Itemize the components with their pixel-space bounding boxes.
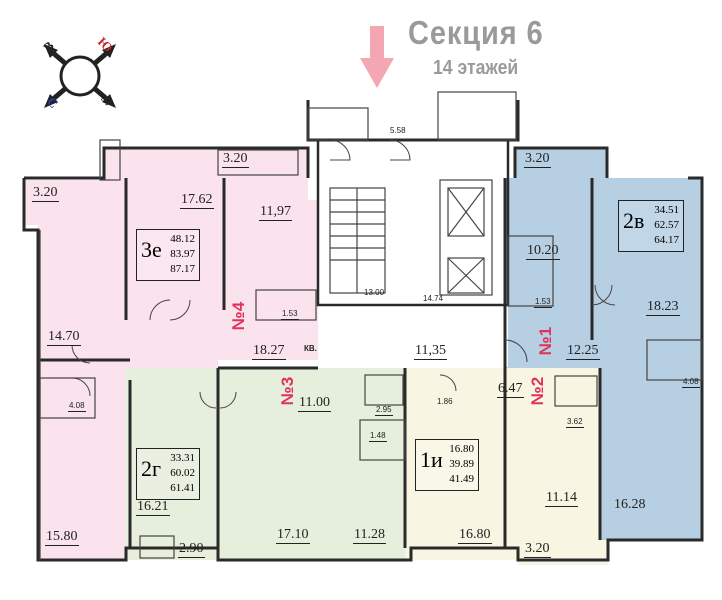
walls: [22, 100, 704, 562]
stair-area: 13.00: [364, 288, 385, 297]
total-area-with-balcony: 41.49: [449, 473, 474, 485]
total-area-with-balcony: 87.17: [170, 263, 195, 275]
room-area: 16.80: [458, 527, 492, 544]
apartment-4-info: 3е 48.12 83.97 87.17: [136, 229, 200, 281]
room-area: 17.10: [276, 527, 310, 544]
room-area: 11.28: [353, 527, 386, 544]
room-area: 12.25: [566, 343, 600, 360]
room-area: 2.95: [375, 405, 393, 416]
apartment-3-area: [126, 368, 411, 560]
apartment-2-info: 1и 16.80 39.89 41.49: [415, 439, 479, 491]
room-area: 18.23: [646, 299, 680, 316]
room-area: 11,97: [259, 204, 292, 221]
entrance-arrow-icon: [360, 26, 394, 88]
room-area: 16.21: [136, 499, 170, 516]
corridor-area-label: 11,35: [414, 343, 447, 360]
corridor-area: [318, 305, 508, 367]
apartment-type: 1и: [420, 447, 443, 472]
room-area: 3.20: [524, 151, 551, 168]
apartment-type: 3е: [141, 237, 162, 262]
living-area: 34.51: [654, 204, 679, 216]
thin-walls: [39, 91, 703, 560]
apartment-1-area: [505, 148, 702, 540]
room-area: 3.20: [32, 185, 59, 202]
room-area: 1.86: [437, 397, 453, 406]
apartment-type: 2г: [141, 456, 162, 481]
living-area: 48.12: [170, 233, 195, 245]
doors: [71, 139, 616, 409]
floor-count: 14 этажей: [433, 57, 519, 79]
compass-icon: [44, 44, 116, 108]
total-area-with-balcony: 61.41: [170, 482, 195, 494]
apartment-5-info: 2в 34.51 62.57 64.17: [618, 200, 684, 252]
room-area: 15.80: [45, 529, 79, 546]
apartment-abbreviation: КВ.: [304, 344, 317, 353]
room-area: 3.20: [524, 541, 551, 558]
room-area: 11.00: [298, 395, 331, 412]
room-area: 1.48: [369, 431, 387, 442]
room-area: 10.20: [526, 243, 560, 260]
apartment-type: 2в: [623, 208, 645, 233]
room-area: 17.62: [180, 192, 214, 209]
living-area: 16.80: [449, 443, 474, 455]
room-area: 4.08: [68, 401, 86, 412]
apartment-3-number: №3: [278, 376, 298, 406]
room-area: 18.27: [252, 343, 286, 360]
apartment-3-info: 2г 33.31 60.02 61.41: [136, 448, 200, 500]
room-area: 1.53: [534, 297, 552, 308]
room-area: 14.70: [47, 329, 81, 346]
apartment-1-number: №1: [536, 326, 556, 356]
living-area: 33.31: [170, 452, 195, 464]
total-area-with-balcony: 64.17: [654, 234, 679, 246]
room-area: 4.08: [682, 377, 700, 388]
room-area: 11.14: [545, 490, 578, 507]
total-area: 60.02: [170, 467, 195, 479]
room-area: 3.20: [222, 151, 249, 168]
stair-area: 5.58: [390, 126, 406, 135]
room-area: 16.28: [614, 497, 646, 512]
total-area: 83.97: [170, 248, 195, 260]
room-area: 1.53: [281, 309, 299, 320]
room-area: 2.90: [178, 541, 205, 558]
section-title: Секция 6: [408, 14, 544, 51]
room-area: 6.47: [497, 381, 524, 398]
total-area: 62.57: [654, 219, 679, 231]
apartment-4-number: №4: [229, 301, 249, 331]
stair-area: 14.74: [423, 294, 444, 303]
room-area: 3.62: [566, 417, 584, 428]
total-area: 39.89: [449, 458, 474, 470]
apartment-2-number: №2: [528, 376, 548, 406]
